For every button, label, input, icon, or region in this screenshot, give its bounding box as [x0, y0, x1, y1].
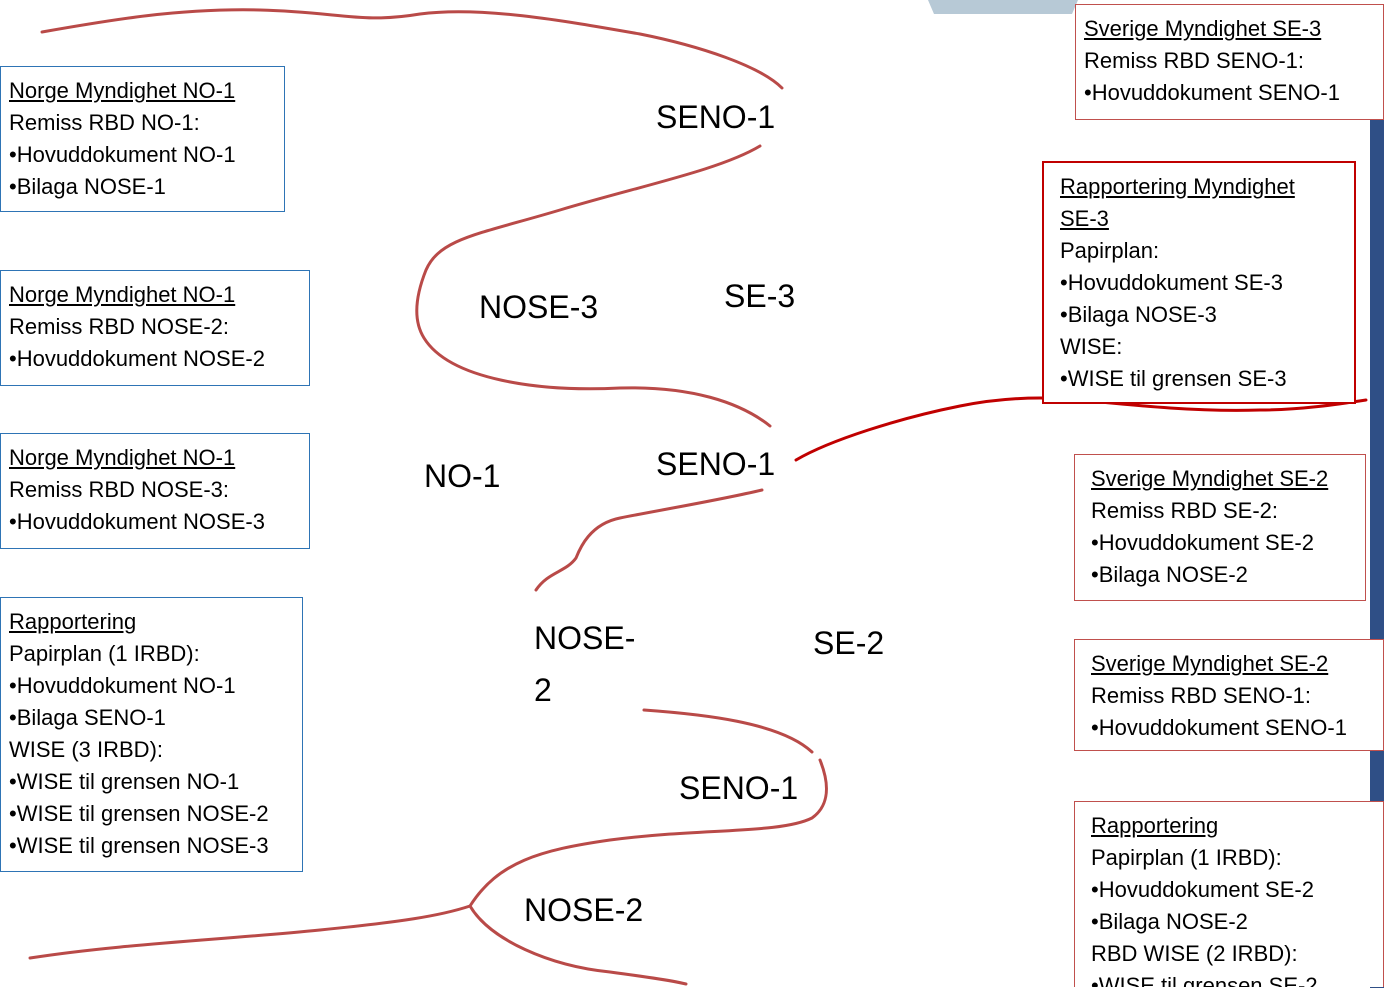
- box-line: Papirplan:: [1060, 238, 1160, 263]
- boundary-seno1-top: [415, 144, 772, 428]
- box-bullet-line: Hovuddokument SENO-1: [1084, 77, 1375, 109]
- region-label-nose3: NOSE-3: [479, 289, 599, 325]
- norway-box-nose2: Norge Myndighet NO-1 Remiss RBD NOSE-2: …: [0, 270, 310, 386]
- norway-box-nose3: Norge Myndighet NO-1 Remiss RBD NOSE-3: …: [0, 433, 310, 549]
- box-line: Remiss RBD SE-2:: [1091, 498, 1279, 523]
- sweden-box-se3-rapportering: Rapportering Myndighet SE-3 Papirplan: H…: [1042, 161, 1356, 404]
- box-bullet-line: Hovuddokument SE-2: [1091, 527, 1357, 559]
- box-bullet-line: WISE til grensen SE-2: [1091, 970, 1375, 987]
- sweden-box-se2-remiss: Sverige Myndighet SE-2 Remiss RBD SE-2: …: [1074, 454, 1366, 601]
- box-bullet-line: WISE til grensen NOSE-2: [9, 798, 294, 830]
- region-label-seno1-top: SENO-1: [656, 99, 776, 135]
- box-bullet-line: Hovuddokument NOSE-2: [9, 343, 301, 375]
- box-line: WISE:: [1060, 334, 1123, 359]
- region-label-nose2-mid-part1: NOSE-: [534, 620, 636, 656]
- box-line: WISE (3 IRBD):: [9, 737, 164, 762]
- box-line: Papirplan (1 IRBD):: [9, 641, 200, 666]
- box-line: Remiss RBD NO-1:: [9, 110, 200, 135]
- box-bullet-line: WISE til grensen NOSE-3: [9, 830, 294, 862]
- box-line: Remiss RBD NOSE-2:: [9, 314, 230, 339]
- box-bullet-line: Bilaga NOSE-1: [9, 171, 276, 203]
- box-title: Norge Myndighet NO-1: [9, 445, 236, 470]
- box-bullet-line: Hovuddokument NO-1: [9, 670, 294, 702]
- boundary-seno1-mid: [534, 488, 764, 592]
- norway-box-no1: Norge Myndighet NO-1 Remiss RBD NO-1: Ho…: [0, 66, 285, 212]
- boundary-red: [794, 396, 1368, 462]
- box-bullet-line: Bilaga NOSE-3: [1060, 299, 1346, 331]
- region-label-no1: NO-1: [424, 458, 501, 494]
- region-label-se2: SE-2: [813, 625, 885, 661]
- top-right-fragment: [928, 0, 1078, 14]
- norway-box-rapportering: Rapportering Papirplan (1 IRBD): Hovuddo…: [0, 597, 303, 872]
- box-bullet-line: Hovuddokument NOSE-3: [9, 506, 301, 538]
- sweden-box-se2-seno1: Sverige Myndighet SE-2 Remiss RBD SENO-1…: [1074, 639, 1384, 751]
- box-bullet-line: Hovuddokument SE-3: [1060, 267, 1346, 299]
- box-bullet-line: Hovuddokument SENO-1: [1091, 712, 1375, 744]
- boundary-nose2-lower: [468, 708, 828, 986]
- box-line: Remiss RBD NOSE-3:: [9, 477, 230, 502]
- box-title: Norge Myndighet NO-1: [9, 282, 236, 307]
- box-bullet-line: WISE til grensen SE-3: [1060, 363, 1346, 395]
- sweden-box-se3-remiss: Sverige Myndighet SE-3 Remiss RBD SENO-1…: [1075, 4, 1384, 120]
- box-bullet-line: Hovuddokument NO-1: [9, 139, 276, 171]
- box-bullet-line: Bilaga NOSE-2: [1091, 906, 1375, 938]
- box-bullet-line: WISE til grensen NO-1: [9, 766, 294, 798]
- box-bullet-line: Hovuddokument SE-2: [1091, 874, 1375, 906]
- region-label-se3: SE-3: [724, 278, 796, 314]
- box-title: Sverige Myndighet SE-3: [1084, 16, 1322, 41]
- region-label-nose2-mid: NOSE- 2: [534, 612, 635, 716]
- box-title: Rapportering Myndighet: [1060, 174, 1295, 199]
- boundary-top: [40, 8, 784, 90]
- box-line: Remiss RBD SENO-1:: [1091, 683, 1312, 708]
- box-title-continued: SE-3: [1060, 206, 1109, 231]
- region-label-seno1-low: SENO-1: [679, 770, 799, 806]
- region-label-nose2-low: NOSE-2: [524, 892, 644, 928]
- right-edge-bar: [1370, 118, 1384, 988]
- sweden-box-rapportering: Rapportering Papirplan (1 IRBD): Hovuddo…: [1074, 801, 1384, 987]
- box-title: Sverige Myndighet SE-2: [1091, 651, 1329, 676]
- box-line: Papirplan (1 IRBD):: [1091, 845, 1282, 870]
- box-line: RBD WISE (2 IRBD):: [1091, 941, 1298, 966]
- region-label-nose2-mid-part2: 2: [534, 672, 552, 708]
- box-bullet-line: Bilaga SENO-1: [9, 702, 294, 734]
- box-title: Sverige Myndighet SE-2: [1091, 466, 1329, 491]
- box-title: Rapportering: [9, 609, 137, 634]
- box-title: Norge Myndighet NO-1: [9, 78, 236, 103]
- box-title: Rapportering: [1091, 813, 1219, 838]
- region-label-seno1-mid: SENO-1: [656, 446, 776, 482]
- box-bullet-line: Bilaga NOSE-2: [1091, 559, 1357, 591]
- box-line: Remiss RBD SENO-1:: [1084, 48, 1305, 73]
- boundary-bottom-left: [28, 904, 472, 960]
